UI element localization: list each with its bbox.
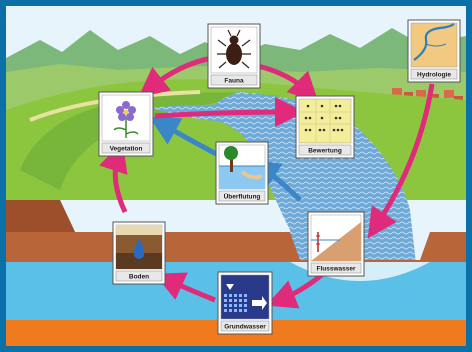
soil-drop-icon bbox=[116, 225, 162, 269]
river-map-icon bbox=[413, 23, 455, 61]
groundwater-grid-icon bbox=[224, 284, 267, 312]
label-grundwasser: Grundwasser bbox=[224, 324, 266, 331]
meadow-band bbox=[20, 92, 280, 190]
node-boden[interactable]: Boden bbox=[112, 221, 166, 285]
label-fauna: Fauna bbox=[224, 78, 244, 85]
arrow-fauna-to-vegetation bbox=[138, 55, 213, 98]
node-bewertung[interactable]: Bewertung bbox=[295, 95, 355, 159]
arrow-ueberflutung-to-vegetation bbox=[148, 116, 222, 159]
arrow-grundwasser-to-boden bbox=[154, 272, 216, 303]
label-flusswasser: Flusswasser bbox=[316, 266, 355, 273]
label-boden: Boden bbox=[129, 274, 149, 281]
node-fauna[interactable]: Fauna bbox=[207, 23, 261, 89]
label-hydrologie: Hydrologie bbox=[417, 72, 451, 79]
label-ueberflutung: Überflutung bbox=[224, 192, 261, 201]
label-bewertung: Bewertung bbox=[308, 148, 342, 155]
dot-grid-icon bbox=[299, 99, 351, 143]
node-flusswasser[interactable]: Flusswasser bbox=[307, 211, 365, 277]
node-ueberflutung[interactable]: Überflutung bbox=[215, 141, 269, 205]
beetle-icon bbox=[217, 29, 251, 69]
arrow-vegetation-to-bewertung bbox=[154, 97, 305, 128]
arrow-fauna-to-bewertung bbox=[257, 63, 319, 103]
water-level-icon bbox=[311, 222, 361, 261]
soil-bank bbox=[6, 200, 75, 232]
flooded-tree-icon bbox=[219, 146, 265, 189]
node-hydrologie[interactable]: Hydrologie bbox=[407, 19, 461, 83]
arrow-boden-to-vegetation bbox=[99, 141, 128, 214]
node-grundwasser[interactable]: Grundwasser bbox=[217, 271, 273, 335]
flower-icon bbox=[113, 101, 139, 138]
label-vegetation: Vegetation bbox=[110, 146, 143, 153]
arrow-hydrologie-to-flusswasser bbox=[367, 83, 435, 239]
node-vegetation[interactable]: Vegetation bbox=[98, 91, 154, 157]
